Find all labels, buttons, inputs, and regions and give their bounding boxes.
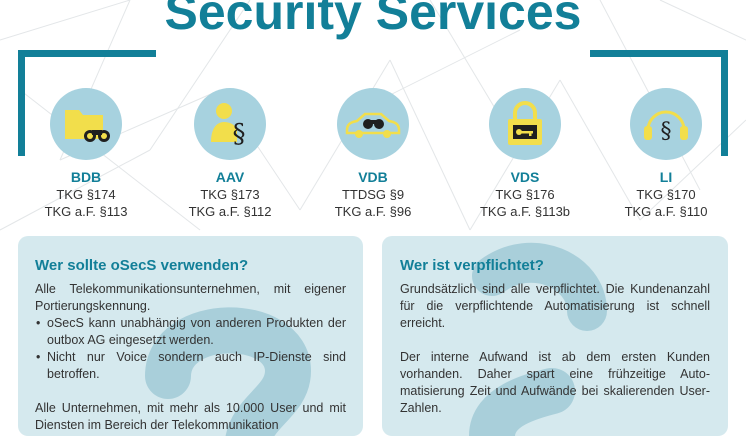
service-law-current: TKG §173 [200,187,260,202]
service-icon-circle: § [630,88,702,160]
service-law-former: TKG a.F. §96 [334,204,412,219]
panel-paragraph: Alle Telekommunikationsunternehmen, mit … [35,282,346,313]
service-vdb: VDB TTDSG §9 TKG a.F. §96 [313,88,433,220]
car-binoculars-icon [345,112,401,138]
list-item: oSecS kann unabhängig von anderen Produk… [35,315,346,349]
svg-text:§: § [233,119,246,149]
lock-key-icon [508,101,542,145]
list-item: Nicht nur Voice sondern auch IP-Dienste … [35,349,346,383]
service-law-former: TKG a.F. §112 [188,204,272,219]
panel-who-should-use: Wer sollte oSecS verwenden? Alle Telekom… [18,236,363,436]
service-icon-circle [50,88,122,160]
headset-paragraph-icon: § [644,110,688,144]
svg-text:§: § [661,119,672,144]
panel-bullet-list: oSecS kann unabhängig von anderen Produk… [35,315,346,383]
service-law-current: TKG §170 [636,187,696,202]
service-icon-circle [489,88,561,160]
service-law-current: TKG §174 [56,187,116,202]
service-law-former: TKG a.F. §110 [624,204,708,219]
panel-paragraph: Der interne Aufwand ist ab dem ersten Ku… [400,350,710,415]
service-name: BDB [70,169,102,185]
service-law-current: TKG §176 [495,187,555,202]
frame-bracket-right-vertical [721,50,728,156]
service-name: VDB [358,169,388,185]
service-icon-circle: § [194,88,266,160]
service-bdb: BDB TKG §174 TKG a.F. §113 [26,88,146,220]
service-aav: § AAV TKG §173 TKG a.F. §112 [170,88,290,220]
page-title: Security Services [164,0,582,40]
service-vds: VDS TKG §176 TKG a.F. §113b [465,88,585,220]
panel-paragraph: Grundsätzlich sind alle verpflichtet. Di… [400,282,710,330]
service-li: § LI TKG §170 TKG a.F. §110 [606,88,726,220]
frame-bracket-left [18,50,156,57]
service-law-current: TTDSG §9 [341,187,405,202]
service-law-former: TKG a.F. §113b [479,204,571,219]
service-name: LI [659,169,673,185]
panel-title: Wer ist verpflichtet? [400,257,544,274]
frame-bracket-right [590,50,728,57]
panel-who-is-obliged: Wer ist verpflichtet? Grundsätzlich sind… [382,236,728,436]
panel-title: Wer sollte oSecS verwenden? [35,257,249,274]
panel-paragraph: Alle Unternehmen, mit mehr als 10.000 Us… [35,401,346,432]
service-law-former: TKG a.F. §113 [44,204,128,219]
frame-bracket-left-vertical [18,50,25,156]
panel-text: Grundsätzlich sind alle verpflichtet. Di… [400,281,710,417]
services-row: BDB TKG §174 TKG a.F. §113 § AAV TKG §17… [0,88,746,228]
service-name: VDS [510,169,540,185]
service-icon-circle [337,88,409,160]
folder-binoculars-icon [65,110,110,142]
panel-text: Alle Telekommunikationsunternehmen, mit … [35,281,346,434]
service-name: AAV [215,169,245,185]
person-paragraph-icon: § [211,103,246,149]
